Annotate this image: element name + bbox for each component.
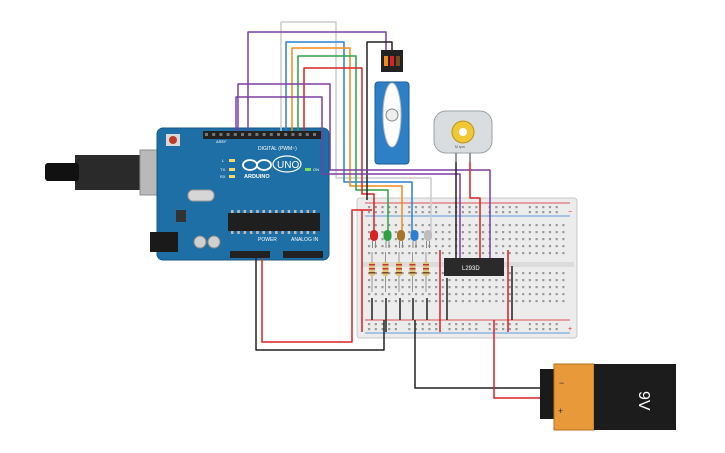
digital-header (203, 131, 321, 139)
atmega-chip (228, 213, 320, 231)
resistor (409, 252, 416, 292)
wire-black-servo (366, 41, 393, 200)
led-green (383, 230, 392, 248)
battery-9v: − + 9V (540, 363, 676, 431)
rail-minus-label-top: − (568, 209, 572, 216)
tx-label: TX (220, 167, 225, 172)
ic-label: L293D (462, 266, 480, 272)
led-blue (410, 230, 419, 248)
wire-motor-red (469, 162, 481, 258)
arduino-infinity-logo (242, 159, 272, 171)
led-row (370, 230, 432, 248)
analog-header (283, 251, 323, 258)
wire-orange (291, 47, 403, 232)
wire-green (297, 55, 389, 232)
uno-label: UNO (277, 160, 299, 171)
rx-label: RX (220, 174, 226, 179)
led-white (424, 230, 432, 248)
rail-plus-label-bottom: + (568, 326, 572, 333)
resistor (382, 252, 389, 292)
wire-battery-minus (414, 320, 540, 389)
aref-label: AREF (216, 139, 227, 144)
power-header (230, 251, 270, 258)
battery-terminals (540, 369, 554, 419)
wire-purple-ic (237, 83, 491, 258)
battery-label: 9V (635, 391, 652, 411)
arduino-uno: DIGITAL (PWM~) AREF ARDUINO UNO L TX RX … (45, 127, 330, 261)
wire-red-led (303, 67, 375, 232)
power-label: POWER (258, 237, 277, 243)
wire-blue (285, 41, 413, 232)
crystal (187, 189, 215, 202)
wire-white (280, 21, 432, 232)
wire-gnd (255, 258, 385, 351)
analog-in-label: ANALOG IN (291, 237, 319, 243)
usb-plug (45, 163, 79, 181)
l293d-chip: L293D (444, 258, 504, 276)
led-orange (397, 230, 405, 248)
led-red (370, 230, 378, 248)
resistor (423, 252, 429, 292)
power-jack (150, 232, 178, 252)
l-led-label: L (222, 158, 225, 163)
wires (235, 21, 540, 399)
dc-motor: M rpm (433, 110, 493, 162)
digital-pwm-label: DIGITAL (PWM~) (258, 146, 297, 152)
wire-purple-ic-2 (235, 96, 461, 258)
wire-purple-servo (247, 31, 387, 131)
arduino-brand: ARDUINO (244, 174, 270, 180)
on-label: ON (313, 167, 319, 172)
wire-battery-plus (493, 320, 540, 399)
resistor (369, 252, 375, 292)
battery-plus-label: + (558, 406, 563, 416)
resistor (396, 252, 402, 292)
resistor-row (369, 252, 429, 292)
servo-motor (374, 50, 410, 165)
battery-minus-label: − (559, 378, 564, 388)
motor-label: M rpm (455, 145, 465, 149)
reset-button (169, 136, 177, 144)
wire-5v (261, 209, 372, 343)
